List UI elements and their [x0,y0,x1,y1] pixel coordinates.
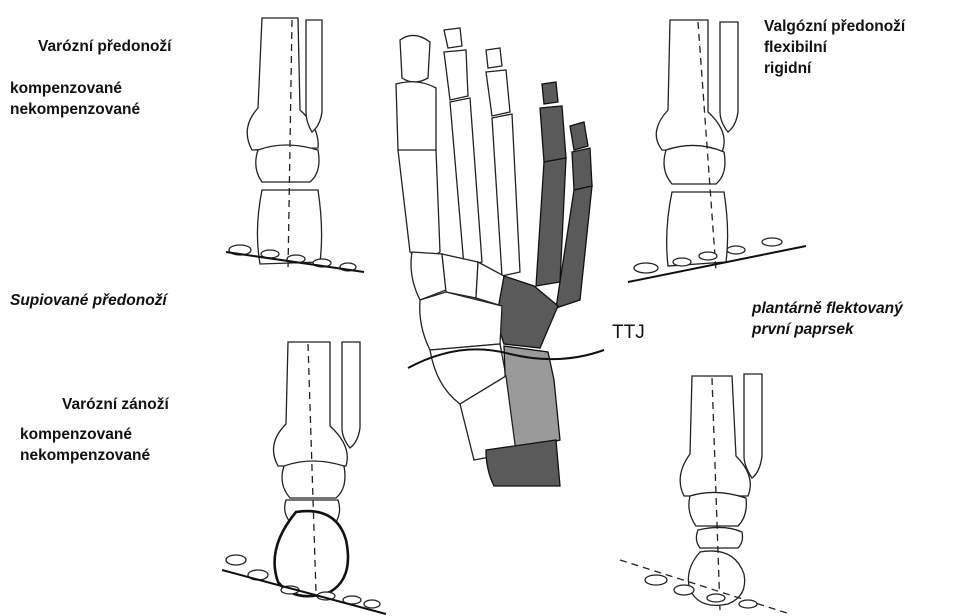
foot-skeleton-illustration [396,28,604,486]
plantarflexed-first-ray-sketch [620,374,790,614]
varus-forefoot-sublabels: kompenzované nekompenzované [10,78,140,120]
valgus-forefoot-label: Valgózní předonoží flexibilní rigidní [764,16,905,79]
varus-rearfoot-ankle-sketch [222,342,386,614]
varus-rearfoot-label: Varózní zánoží [62,394,169,415]
valgus-forefoot-rigid: rigidní [764,58,905,79]
varus-rearfoot-compensated: kompenzované [20,424,150,445]
valgus-forefoot-title: Valgózní předonoží [764,16,905,37]
plantarflexed-line1: plantárně flektovaný [752,298,903,319]
ttj-label: TTJ [612,322,645,343]
varus-rearfoot-uncompensated: nekompenzované [20,445,150,466]
varus-forefoot-compensated: kompenzované [10,78,140,99]
varus-forefoot-title: Varózní předonoží [38,36,171,57]
supinated-forefoot-label: Supiované předonoží [10,290,167,311]
plantarflexed-first-ray-label: plantárně flektovaný první paprsek [752,298,903,340]
varus-rearfoot-sublabels: kompenzované nekompenzované [20,424,150,466]
valgus-forefoot-flexible: flexibilní [764,37,905,58]
varus-forefoot-ankle-sketch [226,18,364,272]
varus-forefoot-uncompensated: nekompenzované [10,99,140,120]
varus-rearfoot-title: Varózní zánoží [62,394,169,415]
varus-forefoot-label: Varózní předonoží [38,36,171,57]
plantarflexed-line2: první paprsek [752,319,903,340]
